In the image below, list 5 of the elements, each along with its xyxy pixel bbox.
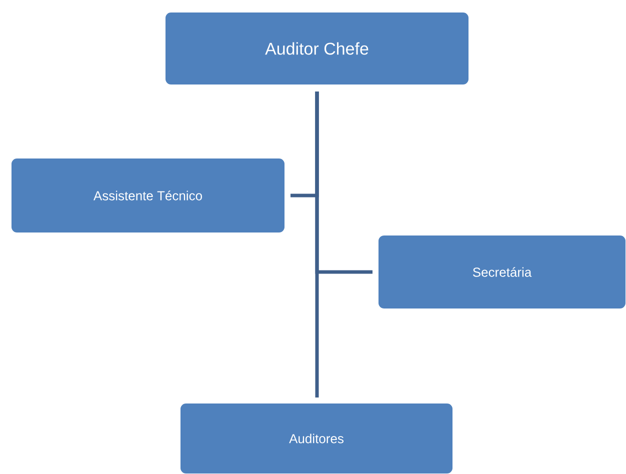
org-box: Assistente Técnico	[10, 158, 286, 234]
org-box: Auditores	[180, 402, 454, 474]
org-box: Auditor Chefe	[164, 12, 470, 86]
connector-line	[315, 92, 319, 398]
org-box: Secretária	[378, 234, 626, 310]
